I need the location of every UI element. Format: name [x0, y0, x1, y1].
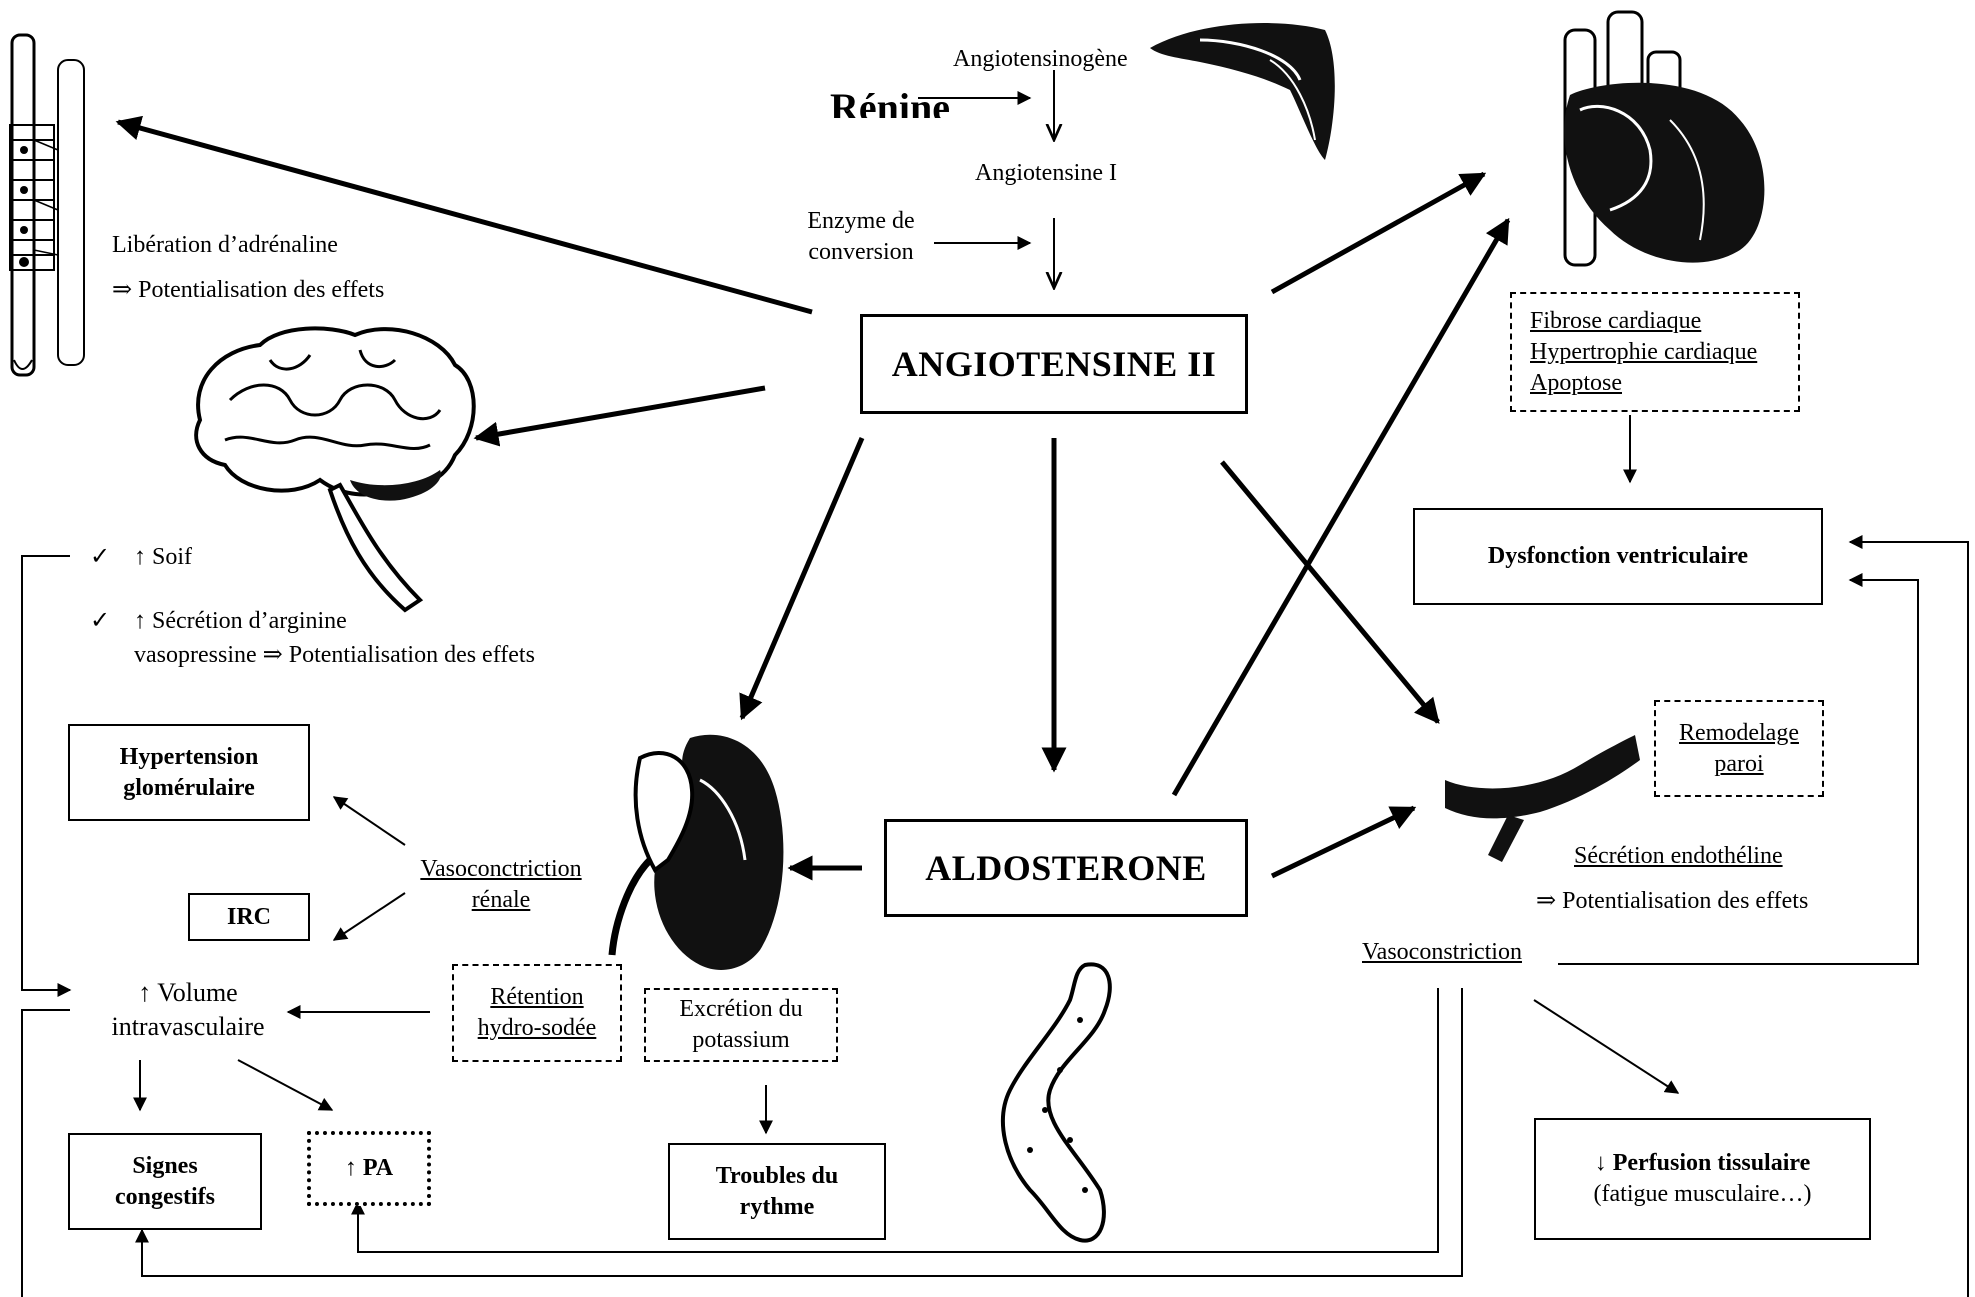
- adrenal-tissue-icon: [1001, 962, 1112, 1243]
- arrow-vaso-to-hypertension: [332, 796, 406, 846]
- arrow-vaso-to-irc: [332, 892, 406, 941]
- label-soif: ↑ Soif: [134, 544, 193, 570]
- label-angiotensinogene: Angiotensinogène: [953, 46, 1128, 72]
- perfusion-tissulaire-box: ↓ Perfusion tissulaire(fatigue musculair…: [1534, 1118, 1871, 1240]
- aldosterone-box: ALDOSTERONE: [884, 819, 1248, 917]
- liver-icon: [1150, 23, 1335, 161]
- label-vessel-potentialisation: ⇒ Potentialisation des effets: [1536, 888, 1809, 914]
- blood-vessel-icon: [1445, 735, 1640, 862]
- arrow-to-brain: [473, 385, 766, 447]
- arrow-to-heart: [1270, 171, 1487, 295]
- irc-box: IRC: [188, 893, 310, 941]
- label-liberation-adrenaline: Libération d’adrénaline: [112, 232, 338, 258]
- adrenal-gland-icon: [9, 33, 85, 377]
- arrow-to-adrenal: [115, 115, 813, 315]
- label-angiotensine-i: Angiotensine I: [975, 160, 1117, 186]
- kidney-icon: [608, 734, 784, 970]
- arrow-aldo-to-vessel: [1270, 805, 1417, 879]
- label-renine: Rénine: [830, 85, 950, 118]
- connector-dysfonction-outer: [1848, 535, 1969, 1297]
- connector-vasoconstriction-to-pa: [351, 988, 1439, 1253]
- check-icon: ✓: [90, 608, 111, 634]
- connector-vasoconstriction-to-signes: [135, 988, 1463, 1277]
- angiotensine-ii-box: ANGIOTENSINE II: [860, 314, 1248, 414]
- brain-icon: [194, 326, 476, 613]
- connector-vasoconstriction-to-dysfonction-1: [1558, 573, 1919, 965]
- label-secretion-arginine: ↑ Sécrétion d’arginine: [134, 608, 347, 634]
- connector-volume-left: [21, 1009, 70, 1297]
- pa-box: ↑ PA: [307, 1131, 431, 1206]
- arrow-to-kidney: [739, 437, 865, 721]
- arrow-vasoconstriction-to-perfusion: [1533, 999, 1680, 1094]
- arrow-aldo-to-heart: [1171, 217, 1511, 797]
- arrow-volume-to-pa: [237, 1059, 334, 1111]
- check-icon: ✓: [90, 544, 111, 570]
- label-vasopressine: vasopressine ⇒ Potentialisation des effe…: [134, 642, 535, 668]
- label-secretion-endotheline: Sécrétion endothéline: [1574, 843, 1783, 869]
- dysfonction-ventriculaire-box: Dysfonction ventriculaire: [1413, 508, 1823, 605]
- label-adrenal-potentialisation: ⇒ Potentialisation des effets: [112, 277, 385, 303]
- connector-soif-to-volume: [21, 555, 72, 997]
- heart-icon: [1563, 10, 1765, 267]
- label-vasoconstriction: Vasoconstriction: [1362, 939, 1522, 965]
- arrow-to-vessel: [1220, 460, 1440, 724]
